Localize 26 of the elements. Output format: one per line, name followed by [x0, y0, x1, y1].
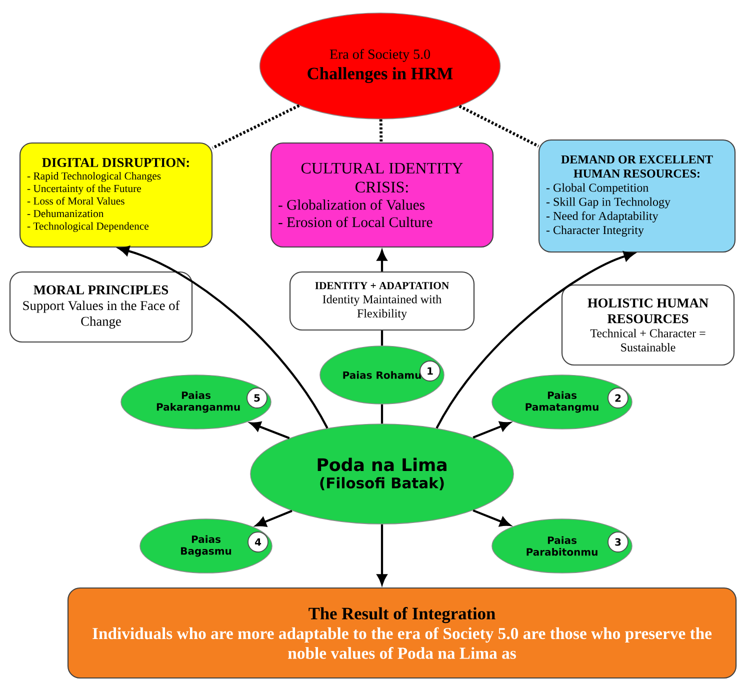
number-badge: 4 [248, 532, 268, 552]
arrow [436, 251, 635, 429]
principle-box: IDENTITY + ADAPTATION Identity Maintained with Flexibility [289, 271, 475, 331]
arrow [118, 246, 328, 429]
connector-line [380, 330, 384, 346]
principle-box: HOLISTIC HUMAN RESOURCES Technical + Character = Sustainable [561, 284, 735, 366]
number-badge: 3 [608, 532, 628, 552]
dotted-line [212, 104, 300, 150]
challenge-box: CULTURAL IDENTITY CRISIS: - Globalization of Values - Erosion of Local Culture [270, 142, 494, 248]
dotted-line [379, 119, 383, 142]
number-badge: 5 [246, 388, 268, 408]
arrow [472, 421, 511, 439]
arrow [376, 524, 388, 585]
dotted-line [458, 104, 540, 148]
challenge-box: DEMAND OR EXCELLENT HUMAN RESOURCES: - Global Competition - Skill Gap in Technology - Need for Adaptability - Character Integrity [538, 139, 736, 253]
arrow [376, 250, 388, 272]
number-badge: 1 [420, 360, 440, 382]
arrow [256, 510, 292, 527]
ellipse-node: Era of Society 5.0 Challenges in HRM [259, 12, 501, 120]
challenge-box: DIGITAL DISRUPTION: - Rapid Technological Changes - Uncertainty of the Future - Loss of Moral Values - Dehumanization - Technological Dependence [19, 142, 213, 248]
connector-line [380, 404, 384, 424]
arrow [250, 422, 290, 440]
result-box: The Result of Integration Individuals who are more adaptable to the era of Society 5.0 are those who preserve the noble values of Poda na Lima as [67, 587, 737, 679]
arrow [472, 509, 511, 527]
principle-box: MORAL PRINCIPLES Support Values in the Face of Change [9, 271, 193, 343]
number-badge: 2 [608, 388, 628, 408]
